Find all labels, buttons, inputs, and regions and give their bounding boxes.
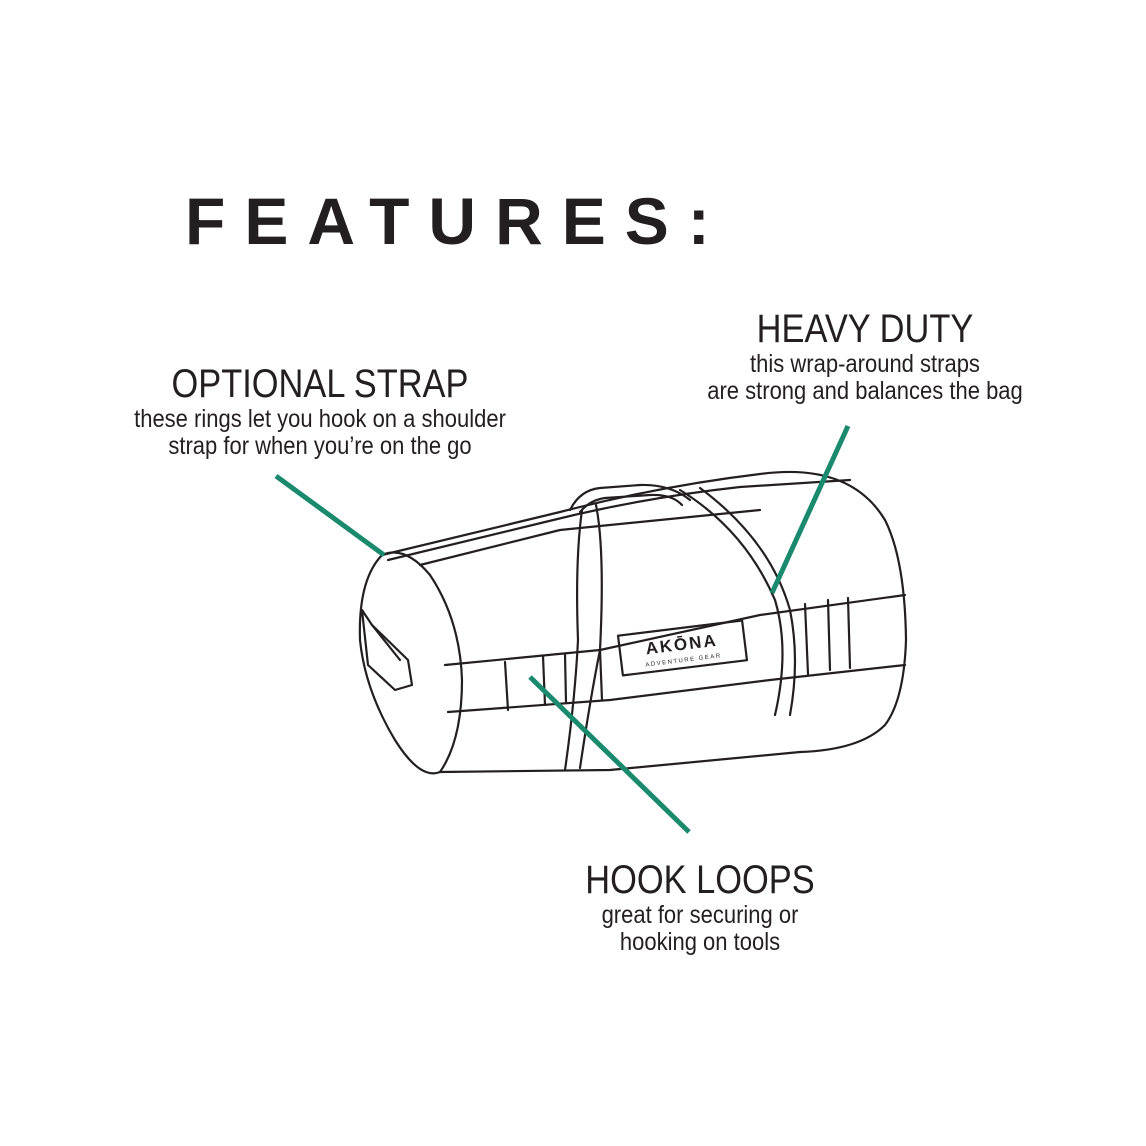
heavy-duty-title: HEAVY DUTY [756,307,974,351]
heavy-duty-callout: HEAVY DUTY this wrap-around straps are s… [640,307,1090,405]
optional-strap-desc-line-2: strap for when you’re on the go [168,432,472,460]
hook-loop-1 [503,648,604,712]
hook-loop-2 [803,596,852,676]
optional-strap-desc-line-1: these rings let you hook on a shoulder [134,405,506,433]
bag-body [380,470,908,774]
carry-handle [568,483,692,514]
wrap-strap-1 [563,503,603,772]
heavy-duty-pointer [769,424,851,595]
page-heading: FEATURES: [185,184,729,258]
heavy-duty-desc-line-2: are strong and balances the bag [707,377,1023,405]
hook-loops-callout: HOOK LOOPS great for securing or hooking… [480,858,920,956]
wrap-strap-2 [678,486,797,717]
zipper-line [418,508,762,567]
optional-strap-title: OPTIONAL STRAP [171,362,469,406]
hook-loops-desc-line-2: hooking on tools [619,928,781,956]
logo-panel [616,619,749,677]
optional-strap-pointer [274,473,386,558]
hook-loops-title: HOOK LOOPS [585,858,815,902]
hook-loops-desc-line-1: great for securing or [601,901,799,929]
heavy-duty-desc-line-1: this wrap-around straps [750,350,980,378]
bag-top-seam [386,478,852,562]
hook-loop-band [443,593,907,714]
hook-loops-pointer [528,675,691,834]
bag-end-cap [358,551,464,775]
end-handle [360,608,414,692]
optional-strap-callout: OPTIONAL STRAP these rings let you hook … [70,362,570,460]
